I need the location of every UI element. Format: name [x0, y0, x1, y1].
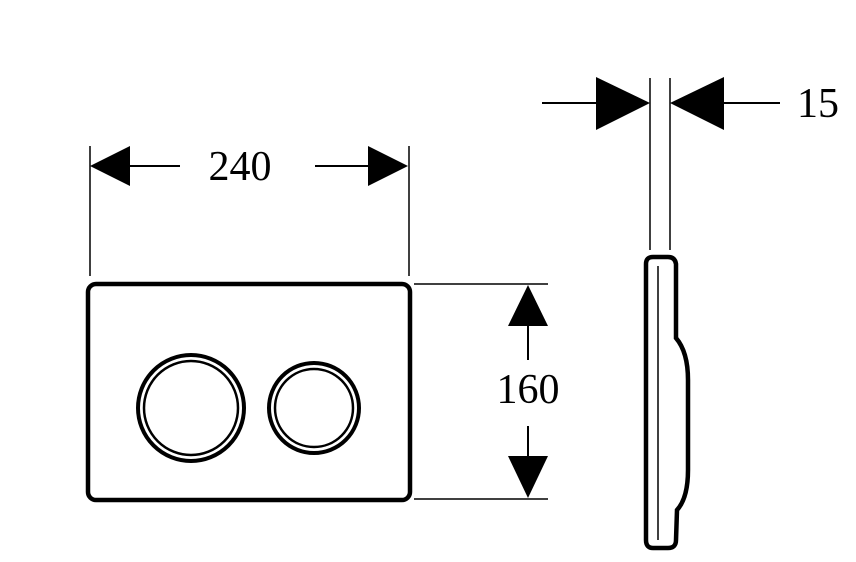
height-label: 160: [497, 367, 560, 413]
plate-outline: [85, 281, 413, 503]
width-arrow-left: [90, 146, 130, 186]
height-arrow-bottom: [508, 456, 548, 498]
depth-dimension: 15: [542, 77, 839, 250]
depth-arrow-left: [596, 77, 650, 130]
small-flush-button: [267, 361, 361, 455]
front-plate: [85, 281, 413, 503]
width-label: 240: [209, 144, 272, 190]
side-profile: [643, 254, 691, 551]
depth-arrow-right: [670, 77, 724, 130]
large-flush-button: [136, 353, 246, 463]
depth-label: 15: [797, 81, 839, 127]
side-profile-outline: [643, 254, 691, 551]
width-arrow-right: [368, 146, 408, 186]
height-dimension: 160: [414, 283, 560, 500]
width-dimension: 240: [89, 144, 410, 276]
height-arrow-top: [508, 285, 548, 326]
